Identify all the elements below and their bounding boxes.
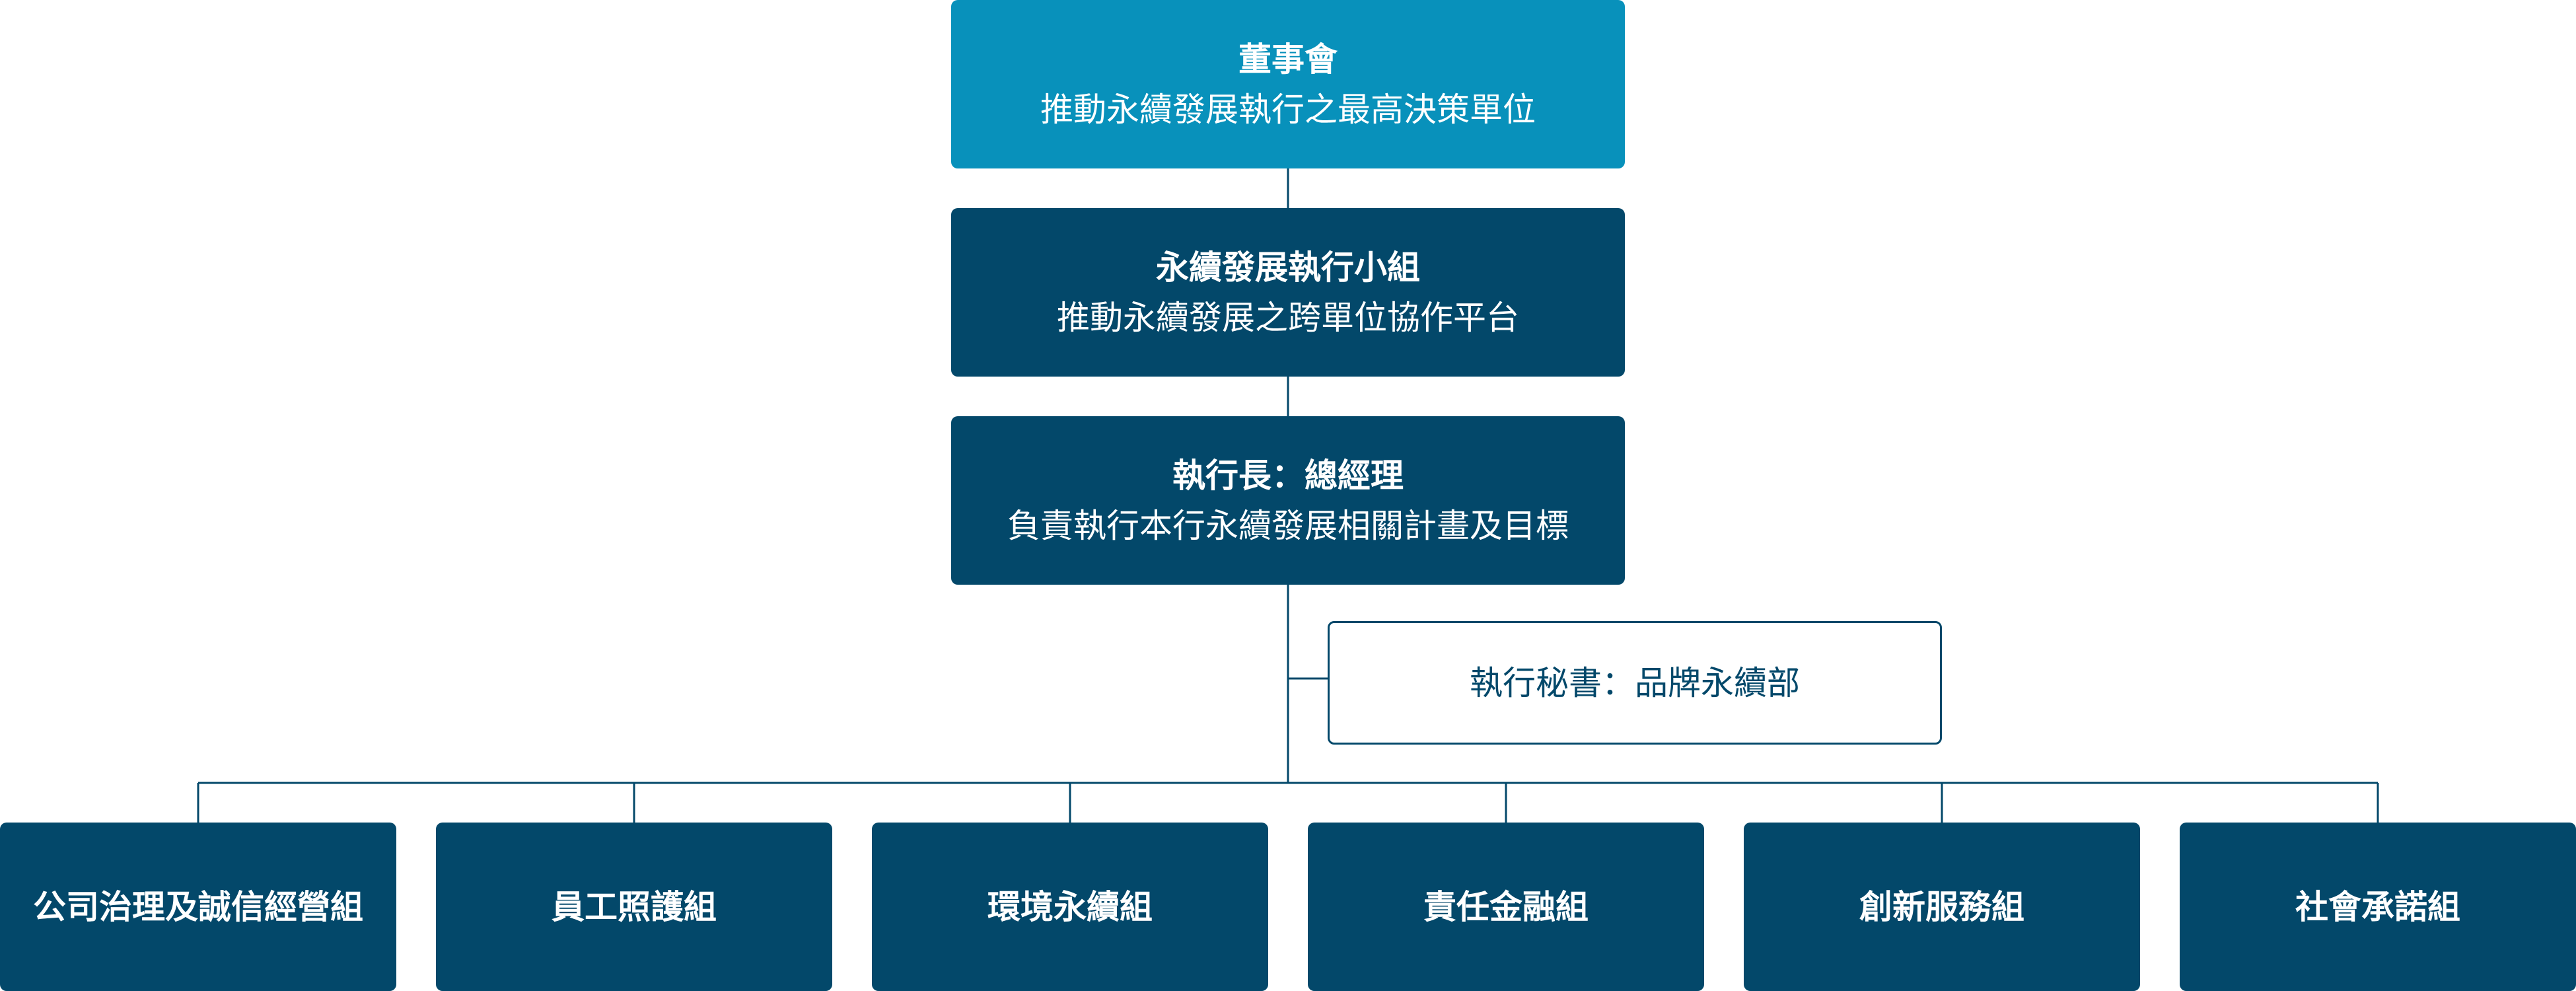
ceo-title: 執行長：總經理	[1172, 456, 1404, 495]
sustainability-team-node: 永續發展執行小組 推動永續發展之跨單位協作平台	[951, 208, 1625, 377]
group-employee-care: 員工照護組	[436, 823, 832, 991]
group-label: 社會承諾組	[2295, 887, 2460, 926]
group-label: 公司治理及誠信經營組	[33, 887, 363, 926]
group-social-commitment: 社會承諾組	[2180, 823, 2576, 991]
group-corporate-governance: 公司治理及誠信經營組	[0, 823, 396, 991]
group-label: 創新服務組	[1859, 887, 2024, 926]
board-title: 董事會	[1238, 40, 1338, 79]
secretary-label: 執行秘書：品牌永續部	[1470, 663, 1800, 702]
ceo-subtitle: 負責執行本行永續發展相關計畫及目標	[1007, 506, 1569, 545]
ceo-node: 執行長：總經理 負責執行本行永續發展相關計畫及目標	[951, 416, 1625, 585]
group-responsible-finance: 責任金融組	[1308, 823, 1704, 991]
group-environmental-sustainability: 環境永續組	[872, 823, 1268, 991]
team-title: 永續發展執行小組	[1156, 248, 1420, 287]
group-label: 員工照護組	[552, 887, 717, 926]
board-subtitle: 推動永續發展執行之最高決策單位	[1040, 90, 1536, 129]
group-label: 環境永續組	[987, 887, 1153, 926]
board-node: 董事會 推動永續發展執行之最高決策單位	[951, 0, 1625, 168]
executive-secretary-node: 執行秘書：品牌永續部	[1328, 621, 1942, 745]
group-innovative-services: 創新服務組	[1744, 823, 2140, 991]
team-subtitle: 推動永續發展之跨單位協作平台	[1057, 298, 1519, 337]
working-groups-row: 公司治理及誠信經營組 員工照護組 環境永續組 責任金融組 創新服務組 社會承諾組	[0, 823, 2576, 991]
group-label: 責任金融組	[1423, 887, 1589, 926]
